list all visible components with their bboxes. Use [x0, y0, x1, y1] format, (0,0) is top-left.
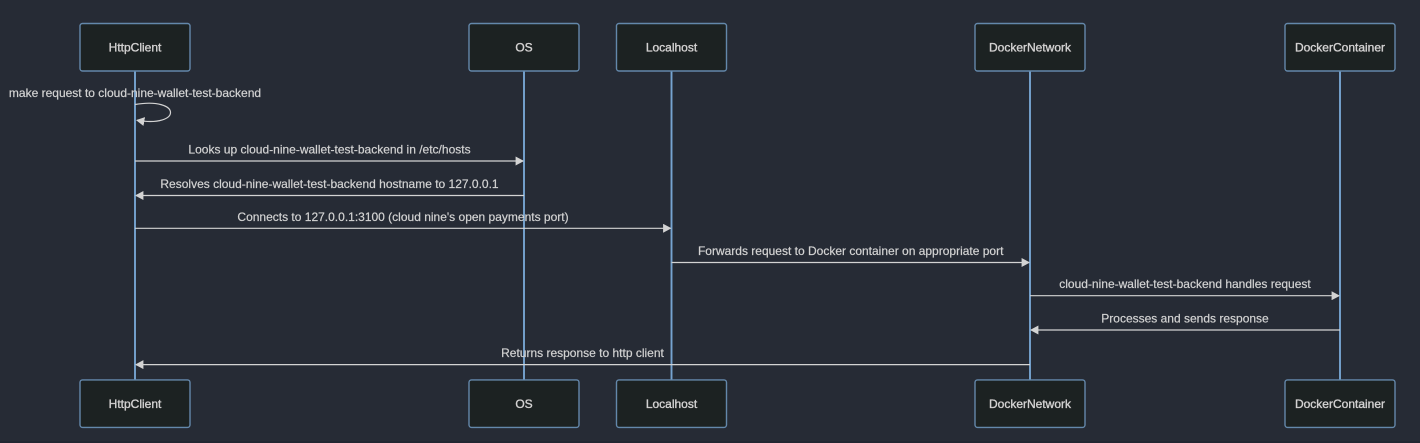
svg-text:Resolves cloud-nine-wallet-tes: Resolves cloud-nine-wallet-test-backend …: [160, 177, 499, 191]
svg-text:Processes and sends response: Processes and sends response: [1101, 311, 1269, 325]
svg-text:OS: OS: [515, 397, 532, 411]
svg-text:Connects to 127.0.0.1:3100 (cl: Connects to 127.0.0.1:3100 (cloud nine's…: [237, 210, 568, 224]
svg-text:Returns response to http clien: Returns response to http client: [501, 346, 664, 360]
svg-text:Localhost: Localhost: [646, 41, 698, 55]
svg-text:cloud-nine-wallet-test-backend: cloud-nine-wallet-test-backend handles r…: [1059, 277, 1311, 291]
svg-text:Looks up cloud-nine-wallet-tes: Looks up cloud-nine-wallet-test-backend …: [188, 142, 470, 156]
svg-text:DockerContainer: DockerContainer: [1295, 397, 1385, 411]
svg-text:HttpClient: HttpClient: [109, 41, 162, 55]
svg-text:DockerNetwork: DockerNetwork: [989, 397, 1072, 411]
svg-text:Localhost: Localhost: [646, 397, 698, 411]
svg-text:Forwards request to Docker con: Forwards request to Docker container on …: [698, 244, 1004, 258]
svg-text:DockerNetwork: DockerNetwork: [989, 41, 1072, 55]
svg-text:HttpClient: HttpClient: [109, 397, 162, 411]
svg-text:DockerContainer: DockerContainer: [1295, 41, 1385, 55]
svg-text:OS: OS: [515, 41, 532, 55]
svg-text:make request to cloud-nine-wal: make request to cloud-nine-wallet-test-b…: [9, 86, 261, 100]
